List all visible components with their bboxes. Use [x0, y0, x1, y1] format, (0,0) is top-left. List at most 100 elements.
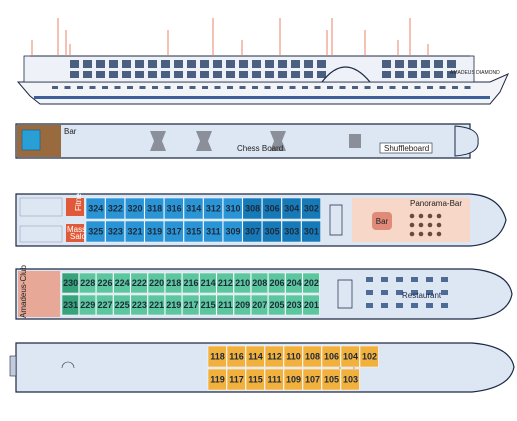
- window: [161, 60, 170, 68]
- window: [421, 60, 430, 68]
- bar-label: Bar: [376, 217, 389, 226]
- porthole: [314, 86, 321, 89]
- restaurant-table: [411, 277, 418, 282]
- bar-counter: [372, 212, 392, 230]
- porthole: [352, 86, 358, 89]
- cabin-314: [183, 197, 204, 220]
- cabin-119-label: 119: [210, 375, 225, 385]
- cabin-204-label: 204: [287, 278, 302, 288]
- cabin-210-label: 210: [235, 278, 250, 288]
- restaurant-table: [426, 303, 433, 308]
- porthole: [464, 86, 471, 89]
- cabin-108-label: 108: [305, 352, 320, 362]
- porthole: [252, 86, 258, 89]
- cabin-211: [216, 294, 234, 316]
- porthole: [177, 86, 183, 89]
- cabin-226: [96, 272, 114, 294]
- restaurant-table: [366, 290, 373, 295]
- cabin-302: [301, 197, 321, 220]
- panorama-bar-label: Panorama-Bar: [410, 199, 462, 208]
- window: [109, 60, 118, 68]
- cabin-207: [250, 294, 269, 316]
- window: [265, 60, 274, 68]
- cabin-227: [96, 294, 114, 316]
- cabin-222: [130, 272, 148, 294]
- porthole: [377, 86, 383, 89]
- cabin-307-label: 307: [245, 227, 260, 237]
- cabin-301-label: 301: [304, 227, 319, 237]
- cabin-321: [124, 220, 145, 243]
- bar-seat: [436, 213, 442, 219]
- cabin-103: [340, 368, 360, 391]
- cabin-224: [113, 272, 131, 294]
- bar-seat: [409, 231, 415, 237]
- cabin-320-label: 320: [127, 204, 142, 214]
- porthole: [277, 86, 283, 89]
- restaurant-table: [381, 303, 388, 308]
- porthole: [427, 86, 433, 89]
- cabin-219-label: 219: [166, 300, 181, 310]
- porthole: [239, 86, 246, 89]
- cabin-114-label: 114: [248, 352, 263, 362]
- cabin-102-label: 102: [362, 352, 377, 362]
- sun-deck-outline: [15, 123, 471, 159]
- cabin-320: [124, 197, 145, 220]
- window: [278, 60, 287, 68]
- restaurant-table: [396, 303, 403, 308]
- deck-1-outline: [15, 342, 515, 393]
- cabin-109-label: 109: [286, 375, 301, 385]
- cabin-311: [203, 220, 223, 243]
- massage-salon-room: [66, 224, 84, 242]
- cabin-110: [283, 345, 303, 368]
- cabin-228-label: 228: [80, 278, 95, 288]
- cabin-218-label: 218: [166, 278, 181, 288]
- porthole: [327, 86, 333, 89]
- sun-shelter: [270, 131, 286, 151]
- cabin-223: [130, 294, 148, 316]
- cabin-308: [242, 197, 263, 220]
- cabin-218: [164, 272, 183, 294]
- window: [408, 71, 417, 78]
- porthole: [214, 86, 221, 89]
- cabin-107: [302, 368, 322, 391]
- restaurant-table: [441, 303, 448, 308]
- window: [200, 60, 209, 68]
- window: [408, 60, 417, 68]
- cabin-220-label: 220: [149, 278, 164, 288]
- porthole: [152, 86, 158, 89]
- cabin-309-label: 309: [225, 227, 240, 237]
- cabin-118: [207, 345, 227, 368]
- window: [434, 71, 443, 78]
- cabin-307: [242, 220, 263, 243]
- window: [317, 60, 326, 68]
- cabin-216: [182, 272, 200, 294]
- restaurant-table: [426, 277, 433, 282]
- cabin-114: [245, 345, 265, 368]
- cabin-102: [359, 345, 379, 368]
- cabin-201: [302, 294, 320, 316]
- cabin-306: [262, 197, 282, 220]
- window: [291, 71, 300, 78]
- porthole: [389, 86, 396, 89]
- restaurant-table: [411, 303, 418, 308]
- porthole: [414, 86, 421, 89]
- cabin-212: [216, 272, 234, 294]
- cabin-325: [85, 220, 106, 243]
- cabin-304: [281, 197, 302, 220]
- cabin-207-label: 207: [252, 300, 267, 310]
- cabin-111-label: 111: [267, 375, 281, 385]
- cabin-117: [226, 368, 246, 391]
- bar-seat: [418, 213, 424, 219]
- cabin-204: [285, 272, 303, 294]
- cabin-225: [113, 294, 131, 316]
- window: [434, 60, 443, 68]
- porthole: [264, 86, 271, 89]
- cabin-119: [207, 368, 227, 391]
- window: [213, 60, 222, 68]
- window: [252, 71, 261, 78]
- cabin-106: [321, 345, 341, 368]
- window: [174, 71, 183, 78]
- cabin-217: [182, 294, 200, 316]
